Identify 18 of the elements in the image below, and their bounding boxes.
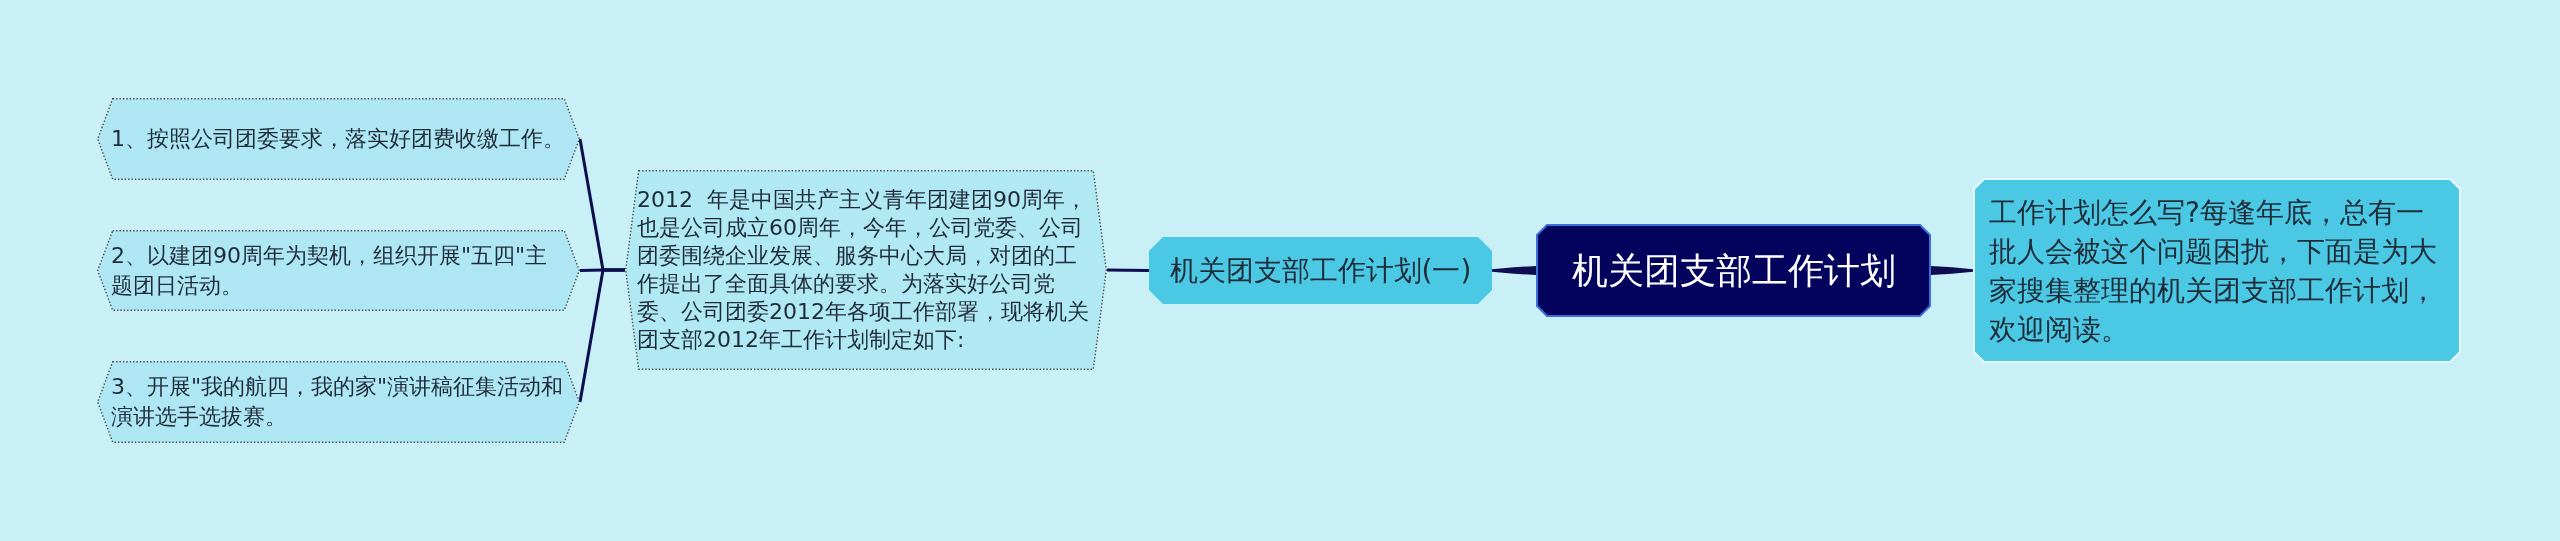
topic-text: 1、按照公司团委要求，落实好团费收缴工作。 <box>111 125 566 153</box>
subtopic-node <box>625 170 1107 370</box>
connector-line <box>578 268 625 403</box>
subtopic-node <box>97 98 580 180</box>
tapered-connector <box>1492 266 1536 275</box>
subtopic-node <box>97 361 580 443</box>
topic-text: 3、开展"我的航四，我的家"演讲稿征集活动和演讲选手选拔赛。 <box>111 373 565 431</box>
topic-text: 2012 年是中国共产主义青年团建团90周年，也是公司成立60周年，今年，公司党委、公司团委围绕企业发展、服务中心大局，对团的工作提出了全面具体的要求。为落实好公司党委、公司团委2012年各项工作部署，现将机关团支部2012年工作计划制定如下: <box>637 186 1090 354</box>
connector-line <box>1107 268 1149 272</box>
note-node <box>1973 178 2461 363</box>
topic-text: 2、以建团90周年为契机，组织开展"五四"主题团日活动。 <box>111 241 549 300</box>
central-topic-node <box>1536 224 1931 317</box>
tapered-connector <box>1931 266 1973 275</box>
note-text: 工作计划怎么写?每逢年底，总有一批人会被这个问题困扰，下面是为大家搜集整理的机关团支部工作计划，欢迎阅读。 <box>1989 194 2438 348</box>
topic-text: 机关团支部工作计划(一) <box>1168 253 1473 288</box>
subtopic-node <box>97 230 580 311</box>
topic-text: 机关团支部工作计划 <box>1570 248 1897 293</box>
topic-node <box>1149 237 1492 304</box>
